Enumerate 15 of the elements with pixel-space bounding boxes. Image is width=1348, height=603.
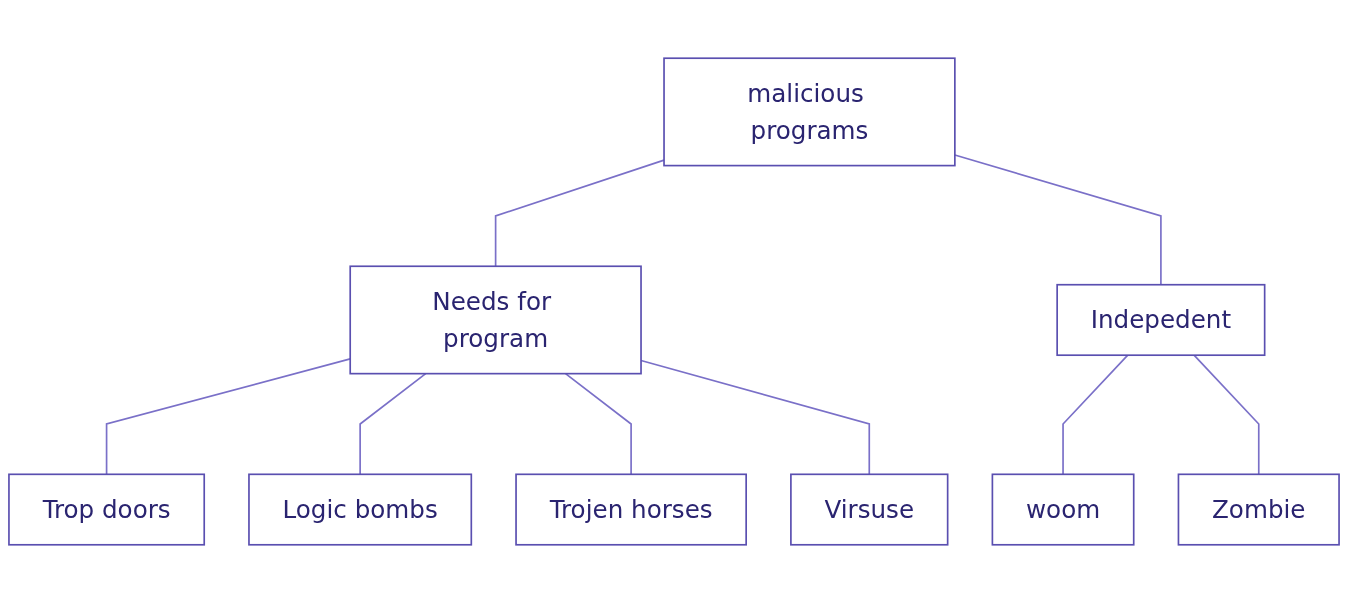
node-box: Indepedent — [1056, 283, 1266, 357]
node-box: Virsuse — [790, 473, 949, 546]
node-box: Needs for program — [349, 265, 642, 375]
connector — [954, 154, 1162, 286]
node-box: woom — [991, 473, 1135, 546]
connector — [1062, 354, 1129, 476]
node-box: Logic bombs — [248, 473, 473, 546]
node-box: Trop doors — [8, 473, 206, 546]
connector — [1193, 354, 1260, 476]
node-box: Trojen horses — [515, 473, 747, 546]
node-box: Zombie — [1177, 473, 1340, 546]
connector — [564, 372, 632, 476]
connector — [359, 372, 427, 476]
node-box: malicious programs — [663, 57, 956, 167]
connector — [494, 159, 665, 268]
